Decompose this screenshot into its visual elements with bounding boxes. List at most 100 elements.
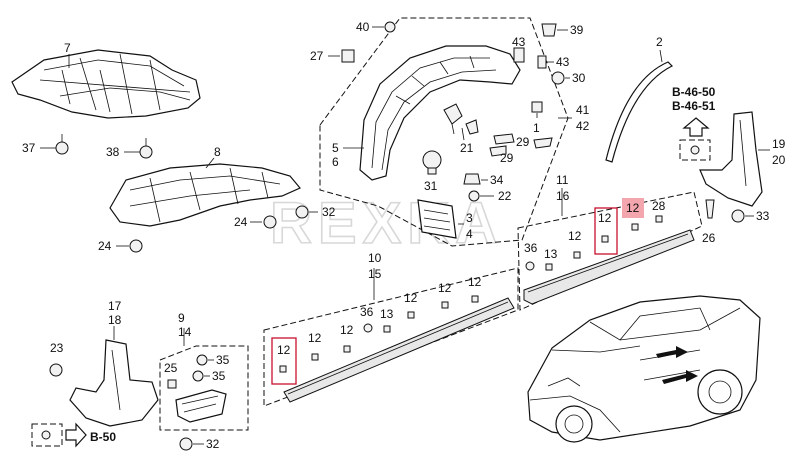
highlight-12-b <box>622 198 644 218</box>
callout-42: 42 <box>576 119 590 133</box>
callout-36-a: 36 <box>524 241 538 255</box>
ref-b-46-50: B-46-50 <box>672 85 716 99</box>
callout-31: 31 <box>424 179 438 193</box>
vehicle-arrow-upper <box>656 346 688 358</box>
sill-left-frame <box>263 267 519 407</box>
callout-12-a: 12 <box>598 211 612 225</box>
callout-12-d: 12 <box>277 343 291 357</box>
clip-30 <box>551 71 565 85</box>
callout-17: 17 <box>108 299 122 313</box>
clip-35-b <box>192 370 204 382</box>
callout-16: 16 <box>556 189 570 203</box>
under-cover-8 <box>109 163 301 227</box>
callout-24-b: 24 <box>98 239 112 253</box>
callout-29-a: 29 <box>516 135 530 149</box>
vehicle-arrow-lower <box>662 370 698 384</box>
callout-3: 3 <box>466 211 473 225</box>
clip-12-b <box>631 223 639 231</box>
vehicle-illustration <box>527 295 761 443</box>
callout-33: 33 <box>756 209 770 223</box>
callout-41: 41 <box>576 103 590 117</box>
clip-40 <box>384 21 396 33</box>
callout-23: 23 <box>50 341 64 355</box>
callout-26: 26 <box>702 231 716 245</box>
clip-12-c <box>573 251 581 259</box>
callout-12-e: 12 <box>308 331 322 345</box>
callout-12-f: 12 <box>340 323 354 337</box>
clip-36-b <box>363 323 373 333</box>
callout-24-a: 24 <box>234 215 248 229</box>
clip-43-a <box>513 47 525 63</box>
bolt-23 <box>49 363 63 377</box>
callout-12-h: 12 <box>438 281 452 295</box>
under-cover-7 <box>11 49 201 119</box>
callout-35-a: 35 <box>216 353 230 367</box>
clip-22 <box>468 190 480 202</box>
callout-8: 8 <box>214 145 221 159</box>
callout-30: 30 <box>572 71 586 85</box>
clip-43-b <box>537 55 547 69</box>
callout-12-i: 12 <box>468 275 482 289</box>
ref-b50-box <box>31 423 63 447</box>
clip-1 <box>531 101 543 113</box>
callout-28: 28 <box>652 199 666 213</box>
callout-12-g: 12 <box>404 291 418 305</box>
up-arrow <box>682 117 710 137</box>
sill-garnish-10-15 <box>283 297 515 403</box>
callout-9: 9 <box>178 311 185 325</box>
clip-29-b <box>533 137 553 149</box>
callout-32-b: 32 <box>206 437 220 451</box>
callout-5: 5 <box>332 141 339 155</box>
clip-12-g <box>407 311 415 319</box>
clip-12-i <box>471 295 479 303</box>
callout-35-b: 35 <box>212 369 226 383</box>
clip-21 <box>443 103 463 125</box>
clip-13-b <box>383 325 391 333</box>
clip-12-e <box>311 353 319 361</box>
clip-35-a <box>196 354 208 366</box>
group-9-14-frame <box>159 345 249 431</box>
clip-13-a <box>545 263 553 271</box>
clip-27 <box>341 49 355 63</box>
bolt-24-a <box>250 215 277 229</box>
callout-40: 40 <box>356 20 370 34</box>
callout-13-b: 13 <box>380 307 394 321</box>
callout-2: 2 <box>656 35 663 49</box>
clip-31 <box>422 150 442 175</box>
clip-25 <box>167 379 177 389</box>
callout-10: 10 <box>368 251 382 265</box>
bolt-32-b <box>179 437 193 451</box>
callout-37: 37 <box>22 141 36 155</box>
clip-36-a <box>525 261 535 271</box>
clip-12-d <box>279 365 287 373</box>
callout-36-b: 36 <box>360 305 374 319</box>
callout-19: 19 <box>772 137 786 151</box>
callout-34: 34 <box>490 173 504 187</box>
clip-12-h <box>441 301 449 309</box>
clip-12-f <box>343 345 351 353</box>
bolt-37 <box>40 134 69 155</box>
callout-38: 38 <box>106 145 120 159</box>
sill-garnish-11-16 <box>523 229 695 305</box>
callout-21: 21 <box>460 141 474 155</box>
callout-32-a: 32 <box>322 205 336 219</box>
highlight-12-left <box>271 337 297 385</box>
highlight-12-right <box>594 207 618 255</box>
clip-39 <box>541 23 557 37</box>
callout-43-a: 43 <box>512 35 526 49</box>
clip-28 <box>655 215 663 223</box>
callout-15: 15 <box>368 267 382 281</box>
clip-21-b <box>465 119 479 135</box>
callout-12-c: 12 <box>568 229 582 243</box>
molding-2 <box>605 61 674 163</box>
right-arrow <box>65 422 87 448</box>
ref-fastener-icon <box>690 145 700 155</box>
fender-liner-5-6 <box>359 45 521 181</box>
bolt-32-a <box>295 205 318 219</box>
callout-14: 14 <box>178 325 192 339</box>
ref-b-50: B-50 <box>90 430 116 444</box>
callout-7: 7 <box>64 41 71 55</box>
callout-13-a: 13 <box>544 247 558 261</box>
callout-6: 6 <box>332 155 339 169</box>
clip-29-c <box>489 145 507 157</box>
